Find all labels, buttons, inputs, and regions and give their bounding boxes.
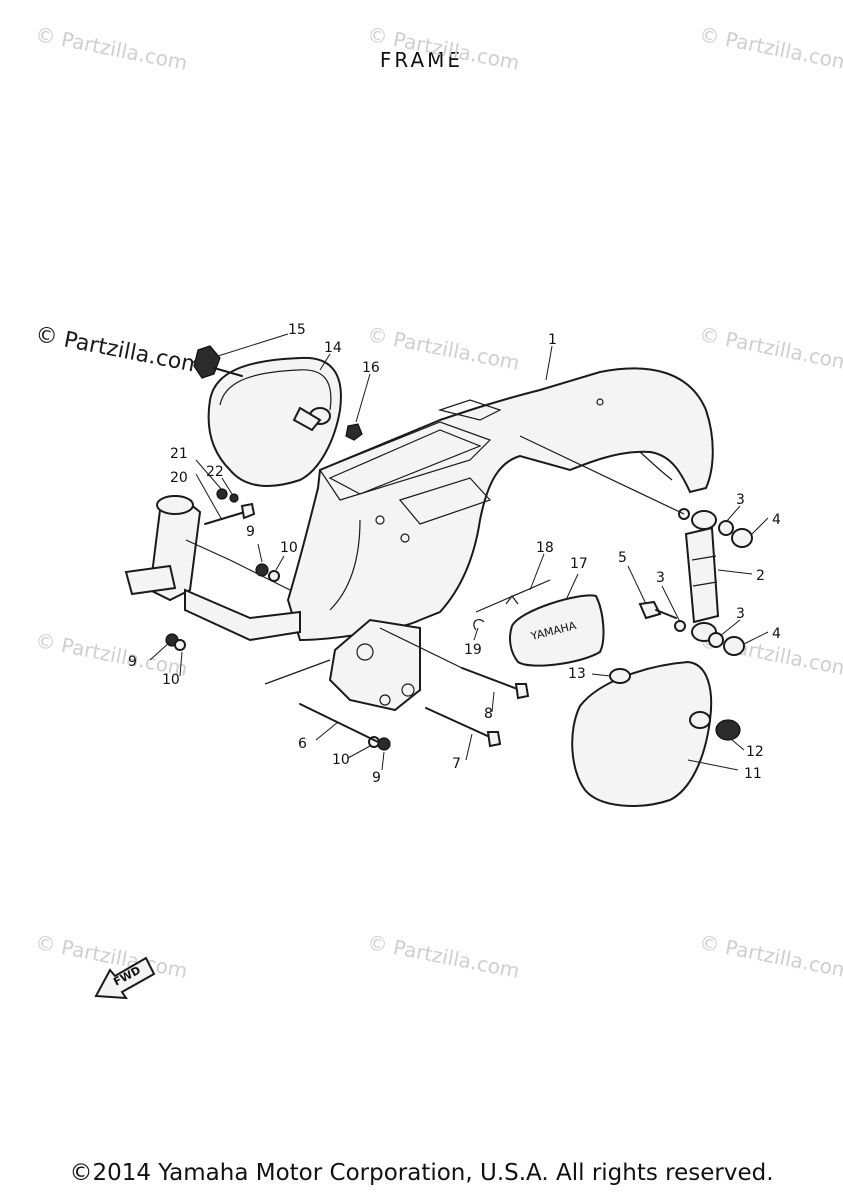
- callout-9: 9: [246, 524, 255, 540]
- callout-22: 22: [206, 464, 224, 480]
- callout-10: 10: [280, 540, 298, 556]
- callout-17: 17: [570, 556, 588, 572]
- side-cover-left: [207, 356, 342, 487]
- long-bolts: [264, 627, 530, 748]
- callout-13: 13: [568, 666, 586, 682]
- callout-3: 3: [736, 606, 745, 622]
- callout-6: 6: [298, 736, 307, 752]
- leader-lines: [149, 333, 769, 771]
- knob-bolt: [193, 345, 243, 379]
- callout-11: 11: [744, 766, 762, 782]
- callout-18: 18: [536, 540, 554, 556]
- callout-4: 4: [772, 512, 781, 528]
- main-frame: [286, 367, 714, 642]
- callout-2: 2: [756, 568, 765, 584]
- tool-bag: [473, 579, 605, 667]
- callout-3: 3: [736, 492, 745, 508]
- callout-15: 15: [288, 322, 306, 338]
- engine-mount-bracket: [328, 618, 421, 712]
- callout-21: 21: [170, 446, 188, 462]
- callout-20: 20: [170, 470, 188, 486]
- callout-1: 1: [548, 332, 557, 348]
- callout-3: 3: [656, 570, 665, 586]
- fwd-arrow: [94, 956, 156, 1000]
- callout-9: 9: [372, 770, 381, 786]
- shock-absorber: [519, 435, 753, 656]
- callout-12: 12: [746, 744, 764, 760]
- callout-10: 10: [162, 672, 180, 688]
- callout-8: 8: [484, 706, 493, 722]
- small-bolts: [204, 488, 256, 525]
- callout-14: 14: [324, 340, 342, 356]
- side-cover-right: [571, 660, 741, 807]
- callout-16: 16: [362, 360, 380, 376]
- steering-head: [124, 495, 301, 642]
- callout-numbers: 1 2 3 3 3 4 4 5 6 7 8 9 9 9 10 10 10 11 …: [128, 322, 781, 786]
- copyright-footer: ©2014 Yamaha Motor Corporation, U.S.A. A…: [69, 1160, 774, 1186]
- callout-5: 5: [618, 550, 627, 566]
- callout-19: 19: [464, 642, 482, 658]
- callout-10: 10: [332, 752, 350, 768]
- callout-7: 7: [452, 756, 461, 772]
- nut: [345, 423, 363, 441]
- callout-9: 9: [128, 654, 137, 670]
- nuts-washers: [165, 563, 391, 751]
- diagram-title: FRAME: [379, 48, 464, 72]
- callout-4: 4: [772, 626, 781, 642]
